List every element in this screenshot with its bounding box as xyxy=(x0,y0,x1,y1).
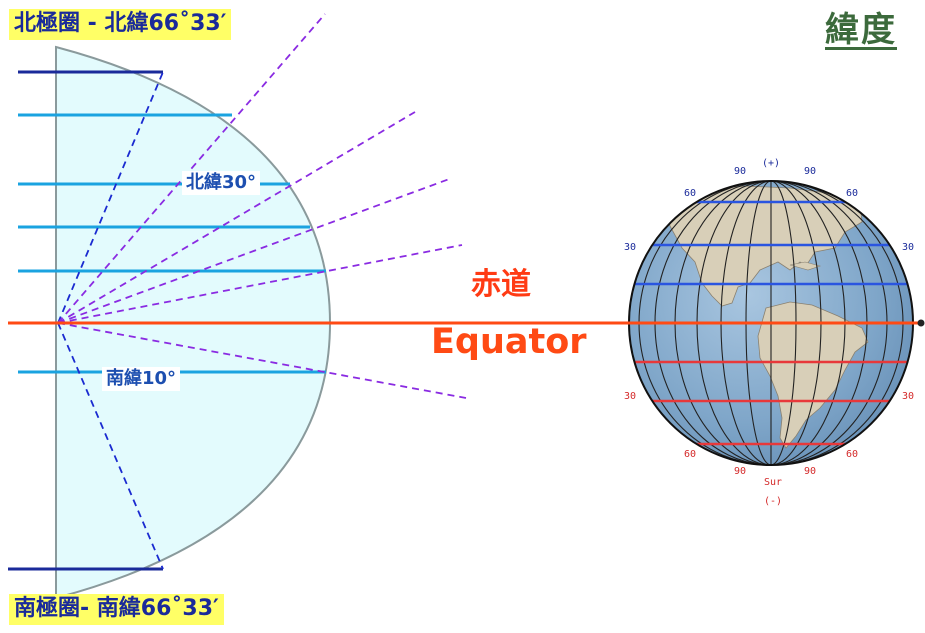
globe-mark: 90 xyxy=(804,466,816,477)
globe-annotations: (+) 90 90 60 60 30 30 30 30 60 60 90 90 … xyxy=(624,158,914,507)
globe-bottom-sign: (-) xyxy=(764,496,782,507)
globe-mark: 60 xyxy=(846,449,858,460)
page-title: 緯度 xyxy=(825,10,897,50)
south-10-label: 南緯10° xyxy=(102,367,181,391)
north-polar-circle-label: 北極圈 - 北緯66˚33′ xyxy=(9,9,232,40)
globe-top-sign: (+) xyxy=(762,158,780,169)
angle-line xyxy=(57,111,416,324)
radius-line xyxy=(57,71,164,324)
equator-end-dot xyxy=(917,319,925,327)
globe-bottom-word: Sur xyxy=(764,477,782,488)
globe-mark: 30 xyxy=(902,242,914,253)
equator-label-zh: 赤道 xyxy=(471,267,531,302)
angle-lines xyxy=(57,13,467,570)
globe-mark: 30 xyxy=(624,391,636,402)
globe-mark: 90 xyxy=(804,166,816,177)
globe-mark: 60 xyxy=(846,188,858,199)
globe-mark: 60 xyxy=(684,188,696,199)
angle-line xyxy=(57,13,326,324)
radius-line xyxy=(57,322,164,570)
globe-mark: 90 xyxy=(734,466,746,477)
south-polar-circle-label: 南極圈- 南緯66˚33′ xyxy=(9,594,224,625)
globe-mark: 90 xyxy=(734,166,746,177)
equator-label-en: Equator xyxy=(431,322,587,362)
angle-line xyxy=(57,322,467,399)
globe-mark: 30 xyxy=(624,242,636,253)
caribbean-land xyxy=(789,261,822,271)
globe-mark: 30 xyxy=(902,391,914,402)
north-30-label: 北緯30° xyxy=(182,171,261,195)
angle-line xyxy=(57,177,453,324)
angle-line xyxy=(57,244,463,324)
globe-mark: 60 xyxy=(684,449,696,460)
